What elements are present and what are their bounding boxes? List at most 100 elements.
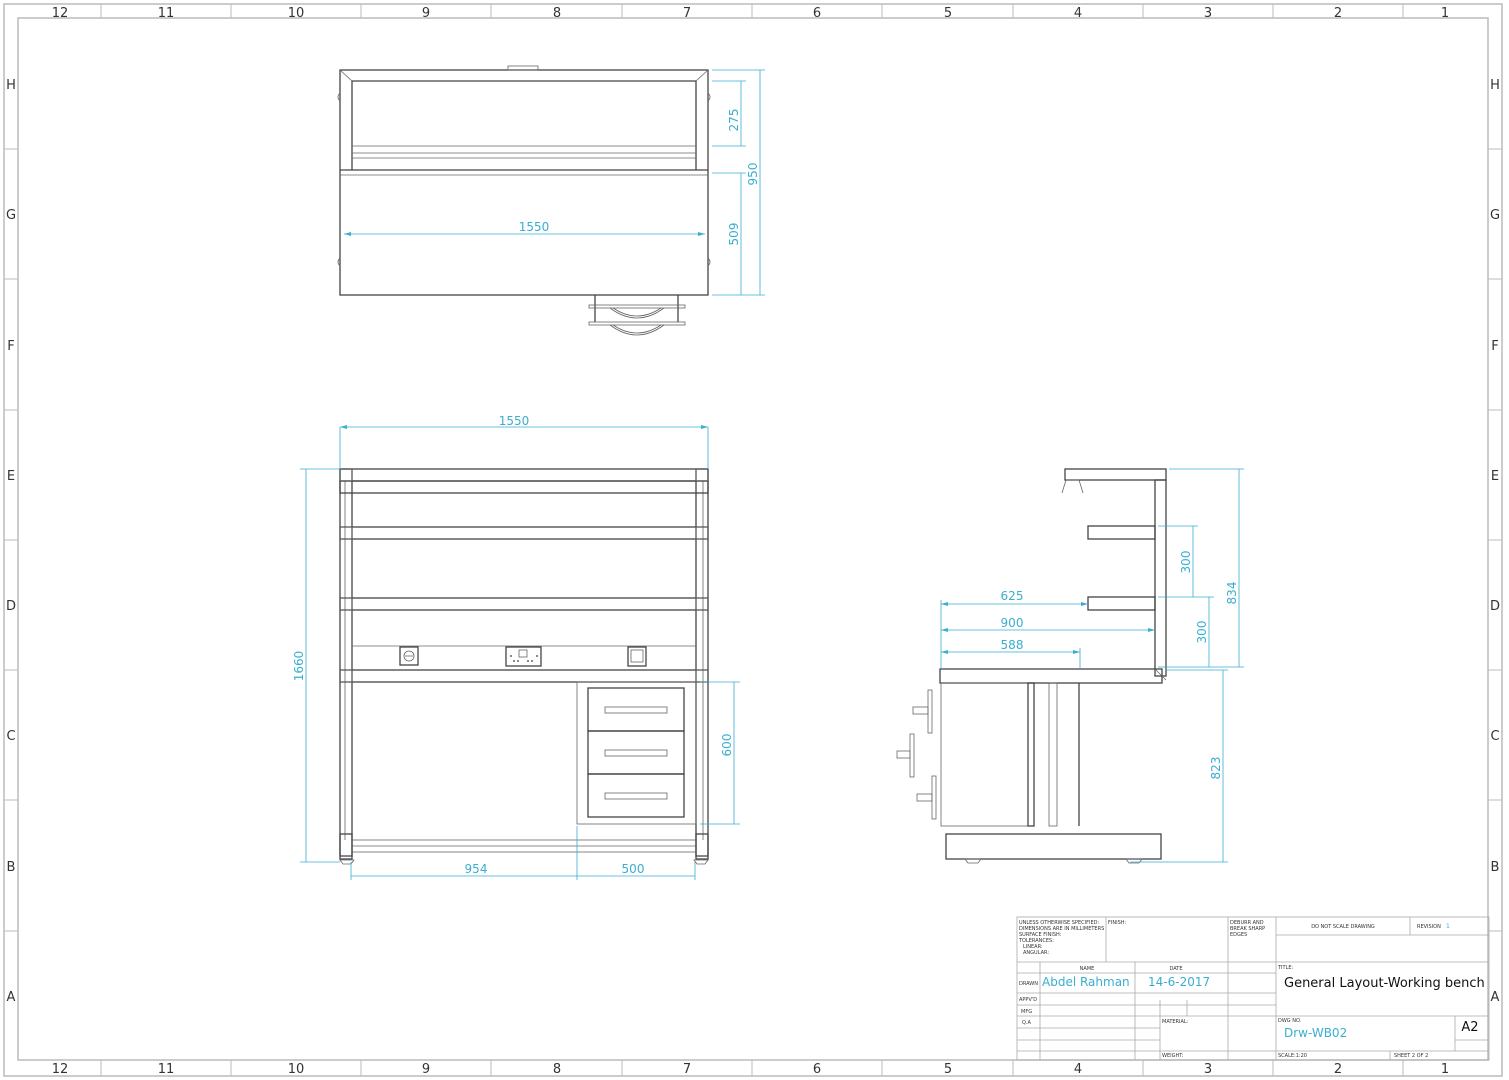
svg-text:10: 10 [288,1062,305,1077]
title-label: TITLE: [1277,965,1294,971]
sheet-number: SHEET 2 OF 2 [1394,1053,1428,1059]
drawn-by-name: Abdel Rahman [1042,975,1130,989]
svg-text:EDGES: EDGES [1230,932,1247,938]
svg-text:D: D [1490,599,1500,614]
socket-outlet-icon [399,646,419,666]
svg-text:5: 5 [944,1062,952,1077]
caster-assembly [588,295,686,336]
front-view-dimensions: 1550 1660 600 954 500 [292,414,740,880]
svg-text:BREAK SHARP: BREAK SHARP [1230,926,1265,932]
svg-text:11: 11 [158,6,175,21]
svg-text:3: 3 [1204,1062,1212,1077]
date-header: DATE [1169,966,1182,972]
top-view: 1550 275 509 950 [337,65,765,336]
svg-text:300: 300 [1179,551,1193,574]
sheet-frame: 12 11 10 9 8 7 6 5 4 3 2 1 12 11 10 9 8 … [3,3,1503,1077]
row-mfg: MFG [1021,1009,1032,1015]
dwg-no-value: Drw-WB02 [1284,1026,1347,1040]
zone-columns-bottom: 12 11 10 9 8 7 6 5 4 3 2 1 [52,1062,1449,1077]
weight-label: WEIGHT: [1162,1053,1184,1059]
zone-columns-top: 12 11 10 9 8 7 6 5 4 3 2 1 [52,6,1449,21]
revision-value: 1 [1446,923,1450,930]
svg-text:B: B [1491,860,1500,875]
double-socket-icon [505,646,542,667]
front-view: 1550 1660 600 954 500 [292,414,740,880]
row-qa: Q.A [1022,1020,1032,1026]
title-block: UNLESS OTHERWISE SPECIFIED: DIMENSIONS A… [1016,916,1490,1061]
svg-text:1: 1 [1441,6,1449,21]
svg-text:B: B [7,860,16,875]
drawn-date: 14-6-2017 [1148,975,1210,989]
svg-text:950: 950 [746,163,760,186]
dwg-no-label: DWG NO. [1278,1018,1302,1024]
svg-text:954: 954 [465,862,488,876]
svg-text:ANGULAR:: ANGULAR: [1023,950,1049,956]
svg-text:A: A [7,990,16,1005]
svg-text:DEBURR AND: DEBURR AND [1230,920,1264,926]
svg-text:E: E [1491,469,1499,484]
drawer-unit [576,681,697,825]
switch-icon [627,646,647,667]
svg-text:1: 1 [1441,1062,1449,1077]
svg-text:1550: 1550 [499,414,530,428]
svg-text:12: 12 [52,6,69,21]
svg-text:7: 7 [683,1062,691,1077]
svg-text:5: 5 [944,6,952,21]
zone-rows-right: H G F E D C B A [1490,78,1500,1005]
drawer-handles-side [896,689,937,820]
side-view-dimensions: 625 900 588 300 300 834 823 [940,468,1244,863]
finish-label: FINISH: [1108,920,1126,926]
svg-text:500: 500 [622,862,645,876]
svg-text:G: G [6,208,16,223]
svg-text:2: 2 [1334,1062,1342,1077]
row-approved: APPV'D [1019,997,1037,1003]
svg-text:4: 4 [1074,6,1082,21]
svg-text:H: H [1490,78,1500,93]
svg-text:TOLERANCES:: TOLERANCES: [1018,938,1054,944]
svg-text:9: 9 [422,6,430,21]
svg-text:DIMENSIONS ARE IN MILLIMETERS: DIMENSIONS ARE IN MILLIMETERS [1019,926,1104,932]
svg-text:1550: 1550 [519,220,550,234]
svg-text:3: 3 [1204,6,1212,21]
svg-text:8: 8 [553,6,561,21]
svg-text:F: F [7,339,14,354]
svg-text:823: 823 [1209,757,1223,780]
svg-text:F: F [1491,339,1498,354]
svg-text:4: 4 [1074,1062,1082,1077]
svg-text:900: 900 [1001,616,1024,630]
svg-text:600: 600 [720,734,734,757]
svg-text:625: 625 [1001,589,1024,603]
svg-text:509: 509 [727,223,741,246]
sheet-size: A2 [1461,1020,1478,1035]
svg-text:300: 300 [1195,621,1209,644]
deburr-note: DEBURR AND BREAK SHARP EDGES [1230,920,1265,938]
svg-text:275: 275 [727,109,741,132]
svg-text:G: G [1490,208,1500,223]
svg-text:C: C [6,729,15,744]
svg-text:588: 588 [1001,638,1024,652]
svg-text:6: 6 [813,6,821,21]
svg-text:834: 834 [1225,582,1239,605]
svg-text:9: 9 [422,1062,430,1077]
row-drawn: DRAWN [1019,981,1038,987]
svg-text:6: 6 [813,1062,821,1077]
material-label: MATERIAL: [1162,1019,1189,1025]
svg-text:D: D [6,599,16,614]
scale-label: SCALE:1:20 [1278,1053,1307,1059]
svg-text:E: E [7,469,15,484]
svg-text:LINEAR:: LINEAR: [1023,944,1043,950]
svg-text:11: 11 [158,1062,175,1077]
svg-text:SURFACE FINISH:: SURFACE FINISH: [1019,932,1062,938]
svg-text:7: 7 [683,6,691,21]
svg-text:12: 12 [52,1062,69,1077]
tolerance-notes: UNLESS OTHERWISE SPECIFIED: DIMENSIONS A… [1018,920,1104,956]
svg-text:C: C [1490,729,1499,744]
zone-rows-left: H G F E D C B A [6,78,16,1005]
svg-text:10: 10 [288,6,305,21]
svg-text:8: 8 [553,1062,561,1077]
svg-text:A: A [1491,990,1500,1005]
svg-text:2: 2 [1334,6,1342,21]
drawing-title: General Layout-Working bench [1284,976,1485,991]
revision-label: REVISION [1417,924,1441,930]
